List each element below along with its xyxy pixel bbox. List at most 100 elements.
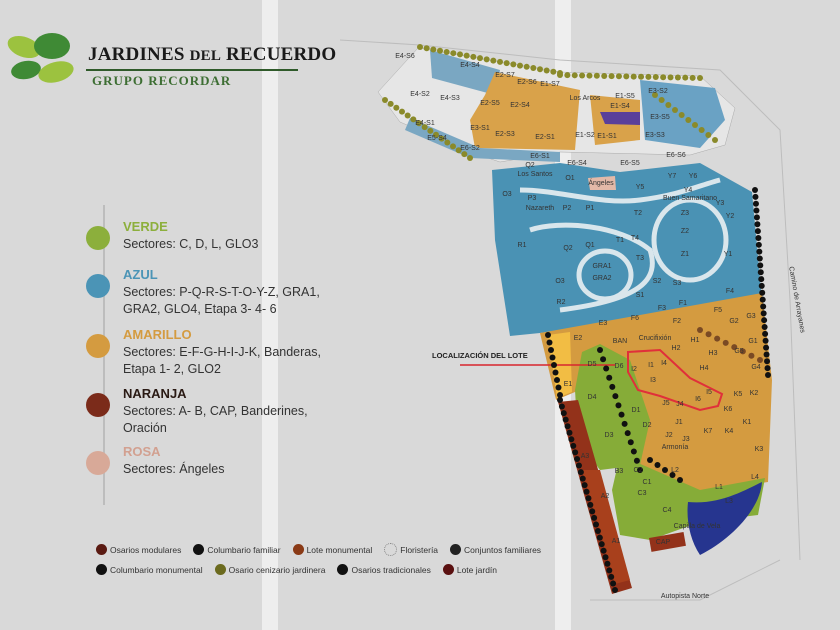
tree-dot [714,335,721,342]
sector-label: Y6 [689,173,698,180]
sector-label: K5 [734,391,743,398]
sector-label: C4 [663,507,672,514]
tree-dot [756,255,763,262]
legend-entry: Floristería [384,543,438,556]
tree-dot [555,384,562,391]
zone-blue-top-left [430,50,500,95]
tree-dot [572,449,579,456]
building-icon [450,544,462,555]
tree-dot [463,52,470,59]
sector-label: F4 [726,288,734,295]
sector-label: I6 [695,396,701,403]
legend-name: NARANJA [123,386,187,401]
sector-label: E4-S4 [460,62,480,69]
sector-label: E6-S6 [666,152,686,159]
tree-dot [760,310,767,317]
lot-highlight [627,348,724,412]
sector-label: E1-S2 [575,132,595,139]
sector-label: Buen Samaritano [663,195,717,202]
tree-dot [765,372,771,378]
tree-dot [757,357,763,363]
sector-label: A3 [581,453,590,460]
sector-label: GRA1 [592,263,611,270]
tree-dot [608,573,615,580]
tree-dot [543,67,550,74]
tree-dot [615,73,622,80]
tree-dot [600,547,607,554]
sector-label: T4 [631,235,639,242]
sector-label: C2 [634,467,643,474]
tree-dot [589,508,596,515]
tree-dot [503,60,510,67]
legend-entry-label: Columbario monumental [110,564,203,575]
sector-label: F6 [631,315,639,322]
legend-entry: Columbario familiar [193,544,281,555]
circle-icon [337,564,349,575]
tree-dot [557,397,563,403]
tree-dot [586,72,593,79]
sector-label: I5 [706,389,712,396]
tree-dot [399,108,405,115]
tree-dot [549,354,556,361]
tree-dot [674,74,681,81]
tree-dot [564,72,571,79]
sector-label: E6-S5 [620,160,640,167]
zone-pink-angeles [588,176,616,190]
tree-dot [593,72,600,79]
sector-label: F3 [658,305,666,312]
tree-dot [550,68,557,75]
sector-label: E2-S4 [510,102,530,109]
tree-dot [612,393,619,400]
sector-label: S1 [636,292,645,299]
tree-dot [763,344,770,351]
sector-label: Nazareth [526,205,555,212]
tree-dot [677,477,683,483]
tree-dot [570,442,577,449]
tree-dot [510,61,517,68]
tree-dot [753,214,760,221]
tree-dot [761,324,768,331]
tree-dot [585,495,592,502]
sector-label: L1 [715,484,723,491]
legend-desc: Sectores: A- B, CAP, Banderines, Oración [123,404,308,435]
sector-label: Los Arcos [570,95,601,102]
sector-label: G2 [729,318,738,325]
sector-label: E1 [564,381,573,388]
tree-dot [760,303,767,310]
tree-dot [545,332,551,338]
zone-green-d [575,344,650,470]
tree-dot [638,73,645,80]
sector-label: Z3 [681,210,689,217]
sector-label: K1 [743,419,752,426]
sector-label: H4 [700,365,709,372]
sector-label: C1 [643,479,652,486]
tree-dot [554,377,560,383]
tree-dot [490,57,497,64]
tree-dot [477,55,483,62]
sector-label: I4 [661,360,667,367]
tree-dot [705,132,712,138]
tree-dot [438,135,445,142]
zone-blue-strip [405,118,560,162]
sector-label: S2 [653,278,662,285]
legend-entry-label: Osario cenizario jardinera [228,564,326,575]
tree-dot [685,117,692,123]
tree-dot [697,75,703,81]
tree-dot [470,53,477,60]
tree-dot [633,457,640,464]
tree-dot [571,72,578,79]
sector-label: O3 [555,278,564,285]
tree-dot [450,143,456,150]
tree-dot [705,331,712,338]
tree-dot [393,104,400,111]
tree-dot [437,47,443,54]
tree-dot [759,289,766,296]
tree-dot [764,365,771,372]
zone-purple [600,112,640,125]
sector-label: E4-S6 [395,53,415,60]
tree-dot [608,73,615,80]
tree-dot [637,467,643,473]
tree-dot [444,139,451,146]
sector-label: R2 [557,299,566,306]
sector-label: Armonía [662,444,689,451]
